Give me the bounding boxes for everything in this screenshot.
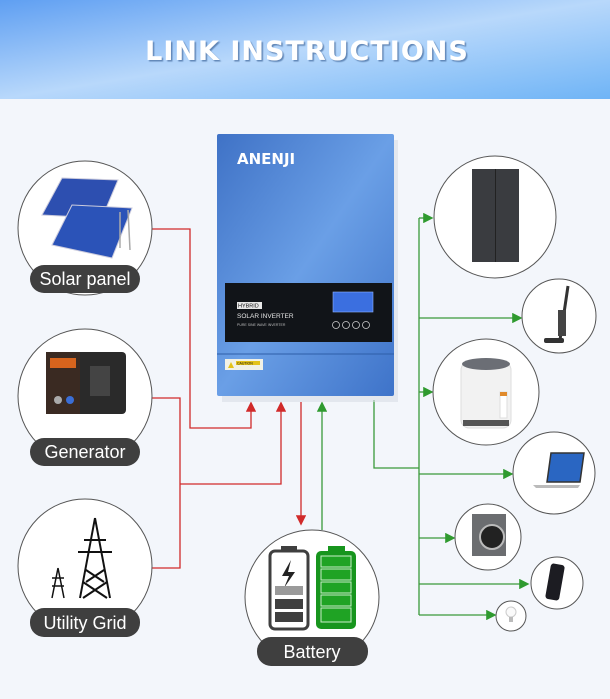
refrigerator-icon bbox=[472, 169, 519, 262]
battery-charging-icon bbox=[268, 546, 310, 631]
utility-grid-label: Utility Grid bbox=[43, 613, 126, 633]
vacuum-cleaner-icon bbox=[544, 285, 570, 343]
solar-panel-icon bbox=[41, 177, 133, 259]
washing-machine-icon bbox=[472, 514, 506, 556]
grid-wire bbox=[180, 401, 287, 485]
page-title: LINK INSTRUCTIONS bbox=[145, 36, 469, 67]
solar-panel-label: Solar panel bbox=[39, 269, 130, 289]
header-banner: LINK INSTRUCTIONS bbox=[0, 0, 610, 99]
laptop-icon bbox=[533, 452, 585, 488]
caution-text: CAUTION bbox=[237, 362, 253, 366]
brand-logo: ANENJI bbox=[237, 150, 295, 168]
load-air-fryer bbox=[432, 338, 540, 446]
source-generator: Generator bbox=[17, 328, 153, 466]
battery-label: Battery bbox=[283, 642, 340, 662]
load-wire-main bbox=[373, 400, 419, 469]
output-wires bbox=[316, 212, 530, 621]
load-vacuum-cleaner bbox=[521, 278, 597, 354]
model-name: SOLAR INVERTER bbox=[237, 313, 294, 320]
input-wires bbox=[152, 228, 307, 569]
air-fryer-icon bbox=[460, 358, 512, 429]
load-laptop bbox=[512, 431, 596, 515]
light-bulb-icon bbox=[505, 606, 517, 622]
storage-battery: Battery bbox=[244, 529, 380, 666]
source-solar-panel: Solar panel bbox=[17, 160, 153, 296]
loads bbox=[432, 155, 597, 632]
control-buttons[interactable] bbox=[332, 321, 370, 329]
load-smartphone bbox=[530, 556, 584, 610]
load-washing-machine bbox=[454, 503, 522, 571]
battery-full-icon bbox=[316, 546, 356, 629]
power-pylon-icon bbox=[51, 517, 112, 599]
smartphone-icon bbox=[545, 563, 565, 601]
generator-wire bbox=[152, 397, 181, 569]
source-utility-grid: Utility Grid bbox=[17, 498, 153, 637]
generator-icon bbox=[46, 352, 126, 414]
generator-label: Generator bbox=[44, 442, 125, 462]
hybrid-badge: HYBRID bbox=[238, 304, 259, 310]
load-refrigerator bbox=[433, 155, 557, 279]
solar-wire bbox=[152, 228, 257, 429]
load-light-bulb bbox=[495, 600, 527, 632]
lcd-screen bbox=[332, 291, 374, 313]
hybrid-inverter: ANENJI HYBRID SOLAR INVERTER PURE SINE W… bbox=[217, 134, 398, 402]
model-subtitle: PURE SINE WAVE INVERTER bbox=[237, 323, 286, 327]
